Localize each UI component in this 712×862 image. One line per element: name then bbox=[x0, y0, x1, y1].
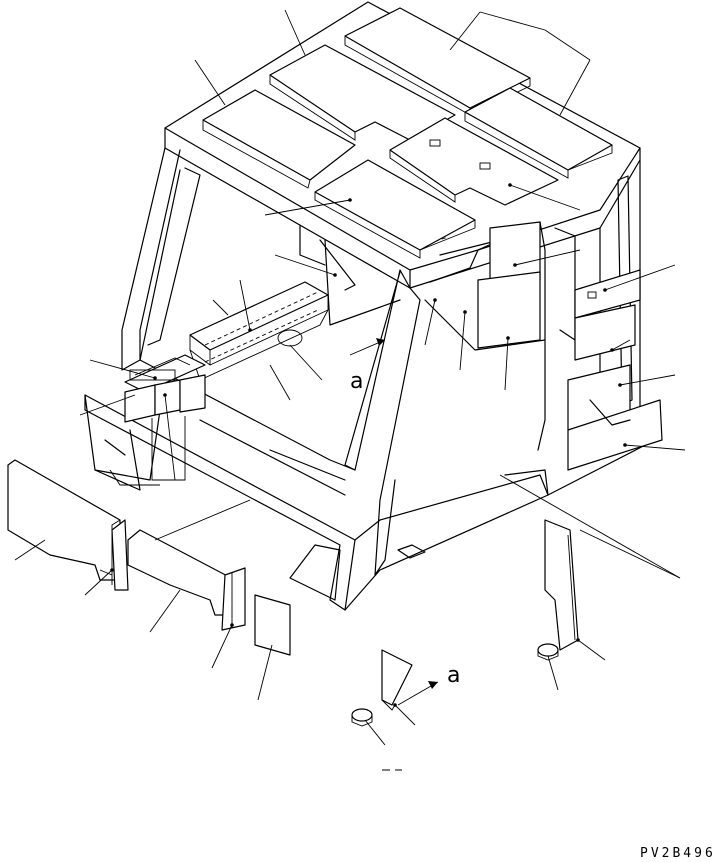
front-lower-covers bbox=[7, 459, 291, 656]
leader-lines bbox=[14, 9, 686, 746]
loose-parts bbox=[351, 519, 579, 727]
roof-panels bbox=[202, 7, 613, 259]
wall-insulation-panels bbox=[477, 221, 663, 471]
view-label-a-cab: a bbox=[350, 369, 363, 394]
view-label-a-bracket: a bbox=[447, 663, 460, 688]
drawing-code: PV2B496 bbox=[640, 846, 712, 861]
leader-dots bbox=[110, 183, 627, 707]
cab-frame bbox=[84, 1, 656, 611]
view-arrows bbox=[349, 338, 439, 706]
front-console bbox=[109, 281, 329, 486]
